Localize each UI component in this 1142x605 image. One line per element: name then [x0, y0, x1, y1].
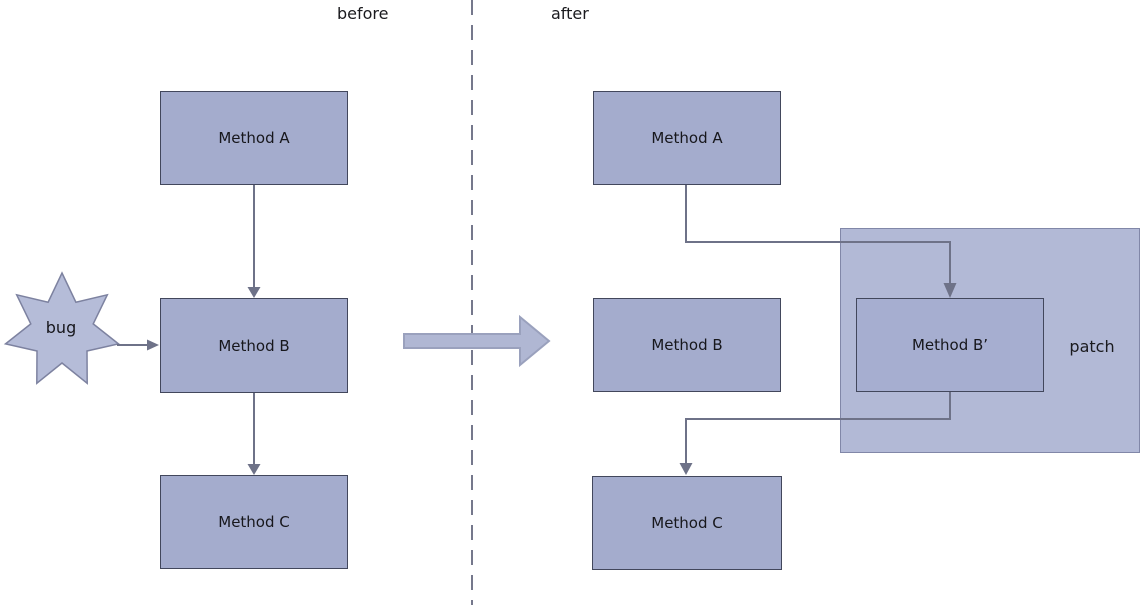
method-c-box-before: Method C	[160, 475, 348, 569]
method-a-box-after: Method A	[593, 91, 781, 185]
method-c-box-after: Method C	[592, 476, 782, 570]
bug-star-icon	[3, 271, 121, 385]
arrowhead-a-to-bprime	[943, 283, 957, 298]
method-b-label-before: Method B	[218, 336, 290, 355]
patch-label: patch	[1069, 337, 1115, 356]
method-b-box-before: Method B	[160, 298, 348, 393]
method-a-box-before: Method A	[160, 91, 348, 185]
method-bprime-box: Method B’	[856, 298, 1044, 392]
transform-arrow-icon	[403, 314, 551, 368]
method-b-box-after: Method B	[593, 298, 781, 392]
arrow-bprime-to-c	[685, 392, 951, 463]
before-label: before	[337, 4, 389, 23]
arrowhead-bprime-to-c	[679, 463, 693, 475]
method-c-label-before: Method C	[218, 513, 290, 531]
method-c-label-after: Method C	[651, 514, 723, 532]
method-bprime-label: Method B’	[911, 336, 989, 354]
method-a-label-before: Method A	[218, 129, 290, 147]
after-label: after	[551, 4, 589, 23]
arrow-a-to-bprime	[685, 185, 951, 283]
method-a-label-after: Method A	[651, 129, 723, 147]
bug-label: bug	[45, 318, 77, 337]
method-b-label-after: Method B	[651, 336, 723, 354]
arrowhead-a-to-b-before	[247, 287, 261, 298]
arrowhead-b-to-c-before	[247, 464, 261, 475]
arrowhead-bug-to-b	[147, 339, 159, 351]
